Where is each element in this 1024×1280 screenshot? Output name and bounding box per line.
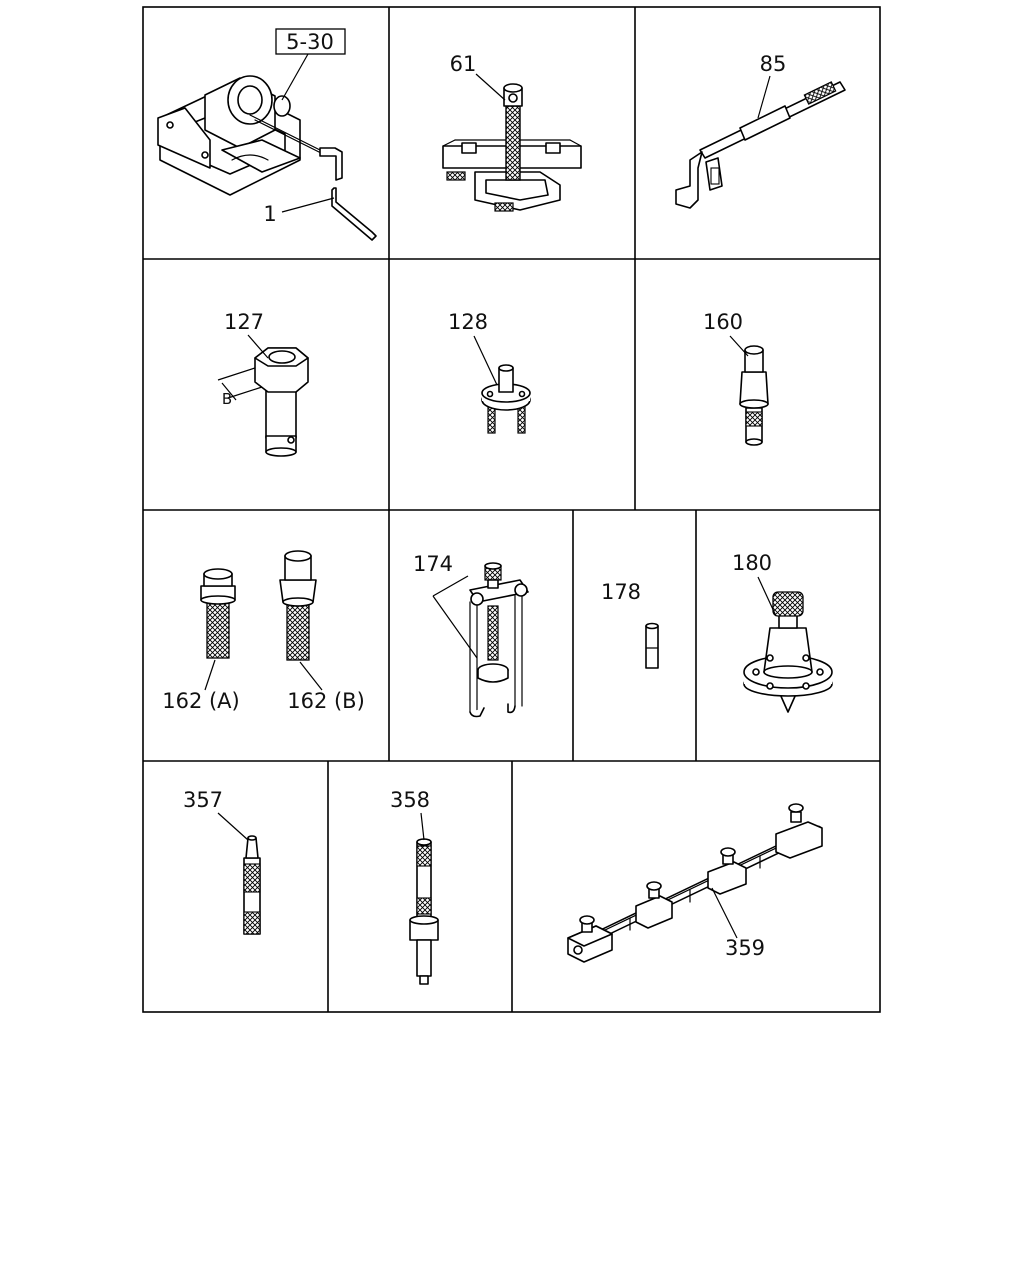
svg-text:162 (A): 162 (A) (162, 689, 240, 713)
part-label-61: 61 (450, 52, 506, 101)
svg-text:160: 160 (703, 310, 743, 334)
pin-178-drawing (645, 622, 659, 669)
svg-text:358: 358 (390, 788, 430, 812)
cell-178-pin: 178 (601, 580, 659, 669)
svg-text:B: B (222, 390, 232, 408)
svg-text:127: 127 (224, 310, 264, 334)
part-label-359: 359 (711, 887, 765, 960)
svg-text:1: 1 (263, 202, 276, 226)
part-label-180: 180 (732, 551, 777, 617)
svg-text:357: 357 (183, 788, 223, 812)
part-label-358: 358 (390, 788, 430, 841)
part-label-5-30: 5-30 (275, 28, 346, 101)
part-label-357: 357 (183, 788, 249, 841)
svg-text:85: 85 (760, 52, 787, 76)
cell-180: 180 (732, 551, 833, 713)
part-label-178: 178 (601, 580, 641, 604)
puller-61-drawing (442, 83, 582, 212)
svg-text:174: 174 (413, 552, 453, 576)
part-357-drawing (243, 835, 261, 935)
cell-162: 162 (A) 162 (B) (162, 550, 365, 713)
part-label-1: 1 (263, 197, 335, 226)
svg-text:5-30: 5-30 (286, 30, 334, 54)
cell-61-puller: 61 (442, 52, 582, 212)
part-label-162a: 162 (A) (162, 659, 240, 713)
svg-text:359: 359 (725, 936, 765, 960)
hook-tool-85-drawing (675, 81, 846, 209)
svg-text:178: 178 (601, 580, 641, 604)
cell-358: 358 (390, 788, 439, 985)
cell-174-puller: 174 (413, 552, 529, 718)
cell-85-hook-tool: 85 (675, 52, 846, 209)
cell-128: 128 (448, 310, 531, 434)
part-127-drawing (254, 347, 309, 457)
part-label-160: 160 (703, 310, 749, 357)
diagram-grid (142, 6, 881, 1013)
svg-text:61: 61 (450, 52, 477, 76)
puller-174-drawing (469, 562, 529, 718)
bolt-162a-drawing (200, 568, 236, 659)
cell-127: 127 B (217, 310, 309, 457)
cell-357: 357 (183, 788, 261, 935)
cell-winch-assembly: 5-30 1 (157, 28, 377, 241)
part-160-drawing (739, 345, 769, 446)
svg-text:162 (B): 162 (B) (287, 689, 365, 713)
part-label-127: 127 (224, 310, 269, 359)
dimension-b: B (217, 367, 263, 408)
part-359-drawing (567, 803, 823, 963)
winch-drawing (157, 75, 377, 241)
part-358-drawing (409, 838, 439, 985)
svg-text:180: 180 (732, 551, 772, 575)
part-label-162b: 162 (B) (287, 661, 365, 713)
svg-text:128: 128 (448, 310, 488, 334)
part-label-85: 85 (757, 52, 787, 119)
cell-160: 160 (703, 310, 769, 446)
part-label-128: 128 (448, 310, 498, 386)
part-128-drawing (481, 364, 531, 434)
part-180-drawing (743, 591, 833, 713)
part-label-174: 174 (413, 552, 478, 659)
bolt-162b-drawing (279, 550, 317, 661)
cell-359: 359 (567, 803, 823, 963)
